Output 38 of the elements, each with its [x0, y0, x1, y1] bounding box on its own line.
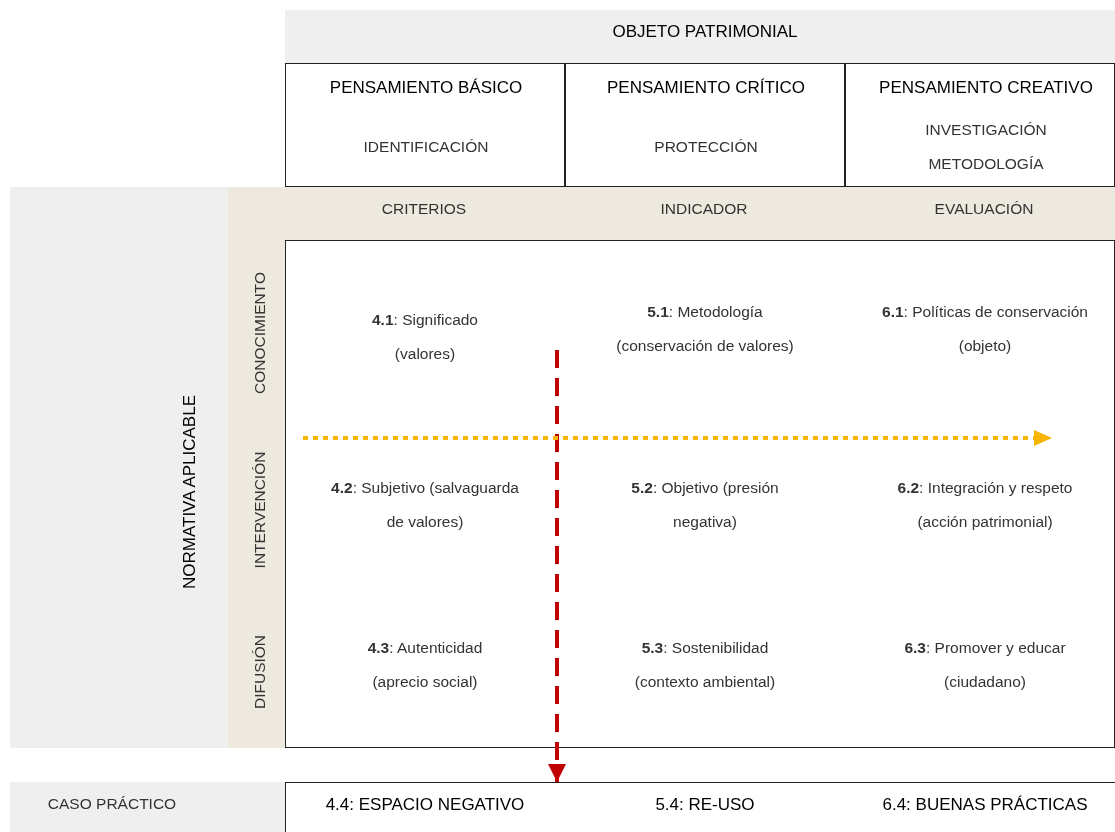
cell-text: 5.1: Metodología (conservación de valores): [615, 302, 795, 356]
heading-label: PENSAMIENTO BÁSICO: [329, 77, 523, 99]
cell-text: PROTECCIÓN: [654, 137, 758, 157]
cell-text: EVALUACIÓN: [934, 199, 1034, 219]
header-band: [285, 187, 1115, 240]
cell-text: 4.3: Autenticidad (aprecio social): [366, 638, 484, 692]
table-box: [285, 782, 1115, 832]
header-band: [228, 187, 285, 748]
heading-label: 5.4: RE-USO: [655, 794, 755, 816]
cell-text: 6.2: Integración y respeto (acción patrimonial): [896, 478, 1074, 532]
cell-text: 4.2: Subjetivo (salvaguarda de valores): [330, 478, 520, 532]
header-band: [10, 782, 285, 832]
cell-text: INTERVENCIÓN: [250, 451, 269, 569]
cell-text: 5.3: Sostenibilidad (contexto ambiental): [633, 638, 777, 692]
cell-text: CONOCIMIENTO: [250, 272, 269, 394]
heading-label: PENSAMIENTO CREATIVO: [879, 77, 1093, 99]
cell-text: 6.1: Políticas de conservación (objeto): [881, 302, 1089, 356]
cell-text: 4.1: Significado (valores): [371, 310, 479, 364]
cell-text: CASO PRÁCTICO: [47, 794, 177, 814]
header-band: [285, 10, 1115, 63]
header-band: [10, 187, 285, 748]
cell-text: 6.3: Promover y educar (ciudadano): [903, 638, 1067, 692]
table-box: [285, 240, 1115, 748]
table-box: [845, 63, 1115, 187]
heading-label: 4.4: ESPACIO NEGATIVO: [325, 794, 525, 816]
cell-text: IDENTIFICACIÓN: [363, 137, 489, 157]
heading-label: 6.4: BUENAS PRÁCTICAS: [882, 794, 1088, 816]
cell-text: DIFUSIÓN: [250, 634, 269, 710]
heading-label: NORMATIVA APLICABLE: [179, 395, 200, 589]
cell-text: 5.2: Objetivo (presión negativa): [630, 478, 780, 532]
cell-text: INDICADOR: [660, 199, 748, 219]
heading-label: PENSAMIENTO CRÍTICO: [607, 77, 805, 99]
table-box: [285, 63, 565, 187]
cell-text: CRITERIOS: [381, 199, 467, 219]
cell-text: INVESTIGACIÓN METODOLOGÍA: [924, 120, 1048, 174]
dashed-arrow: [548, 350, 566, 782]
table-box: [565, 63, 845, 187]
heading-label: OBJETO PATRIMONIAL: [612, 21, 798, 43]
